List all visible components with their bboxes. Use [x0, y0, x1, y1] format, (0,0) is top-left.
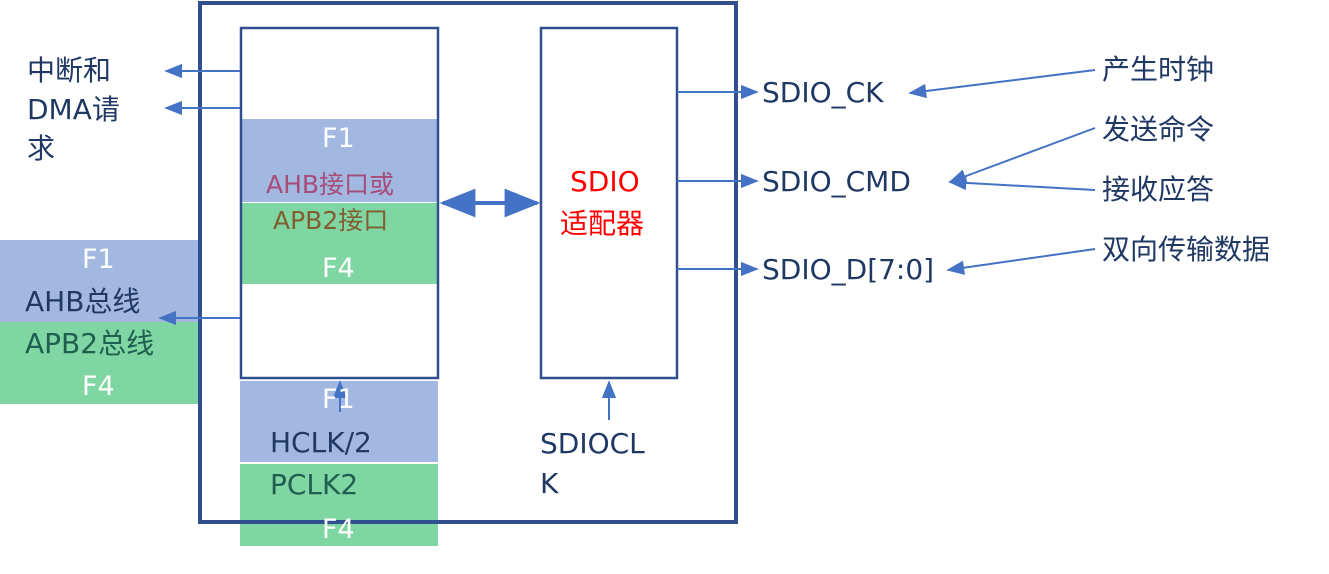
- sdioclk-label-2: K: [540, 467, 559, 500]
- clock-f4-band: [240, 464, 438, 546]
- pclk2-label: PCLK2: [270, 468, 359, 501]
- sdioclk-label-1: SDIOCL: [540, 427, 645, 460]
- adapter-title: SDIO: [570, 165, 640, 198]
- sdio-ck-label: SDIO_CK: [762, 76, 884, 109]
- sdio-adapter-box: [539, 26, 679, 380]
- send-cmd-note-arrow: [948, 127, 1096, 184]
- clock-f4-label: F4: [322, 514, 355, 545]
- sdio-d-label: SDIO_D[7:0]: [762, 253, 935, 286]
- bus-f4-label: F4: [82, 371, 115, 402]
- hclk-label: HCLK/2: [270, 426, 372, 459]
- data-note: 双向传输数据: [1102, 233, 1271, 266]
- send-cmd-note: 发送命令: [1102, 113, 1215, 146]
- ahb-interface-label: AHB接口或: [266, 170, 395, 199]
- adapter-subtitle: 适配器: [560, 207, 645, 240]
- interface-f4-label: F4: [322, 253, 355, 284]
- recv-resp-note-arrow: [948, 175, 1096, 191]
- apb2-interface-label: APB2接口: [273, 206, 389, 235]
- bus-f4-band: [0, 322, 198, 404]
- recv-resp-note: 接收应答: [1102, 173, 1215, 206]
- bus-f1-band: [0, 240, 198, 322]
- sdio-cmd-label: SDIO_CMD: [762, 165, 911, 198]
- clock-note-arrow: [908, 69, 1096, 99]
- interrupt-dma-label-1: 中断和: [27, 54, 112, 87]
- interrupt-dma-label-2: DMA请: [27, 93, 120, 126]
- sdio-module-frame: [198, 1, 738, 524]
- interface-f1-band: [241, 119, 438, 202]
- ahb-bus-label: AHB总线: [25, 285, 141, 318]
- clock-note: 产生时钟: [1102, 53, 1215, 86]
- bus-interface-box: [239, 26, 440, 380]
- data-note-arrow: [946, 248, 1096, 275]
- interface-f4-band: [241, 203, 438, 284]
- interrupt-dma-label-3: 求: [27, 132, 56, 165]
- apb2-bus-label: APB2总线: [25, 327, 155, 360]
- interface-f1-label: F1: [322, 123, 355, 154]
- clock-f1-label: F1: [322, 384, 355, 415]
- bus-f1-label: F1: [82, 244, 115, 275]
